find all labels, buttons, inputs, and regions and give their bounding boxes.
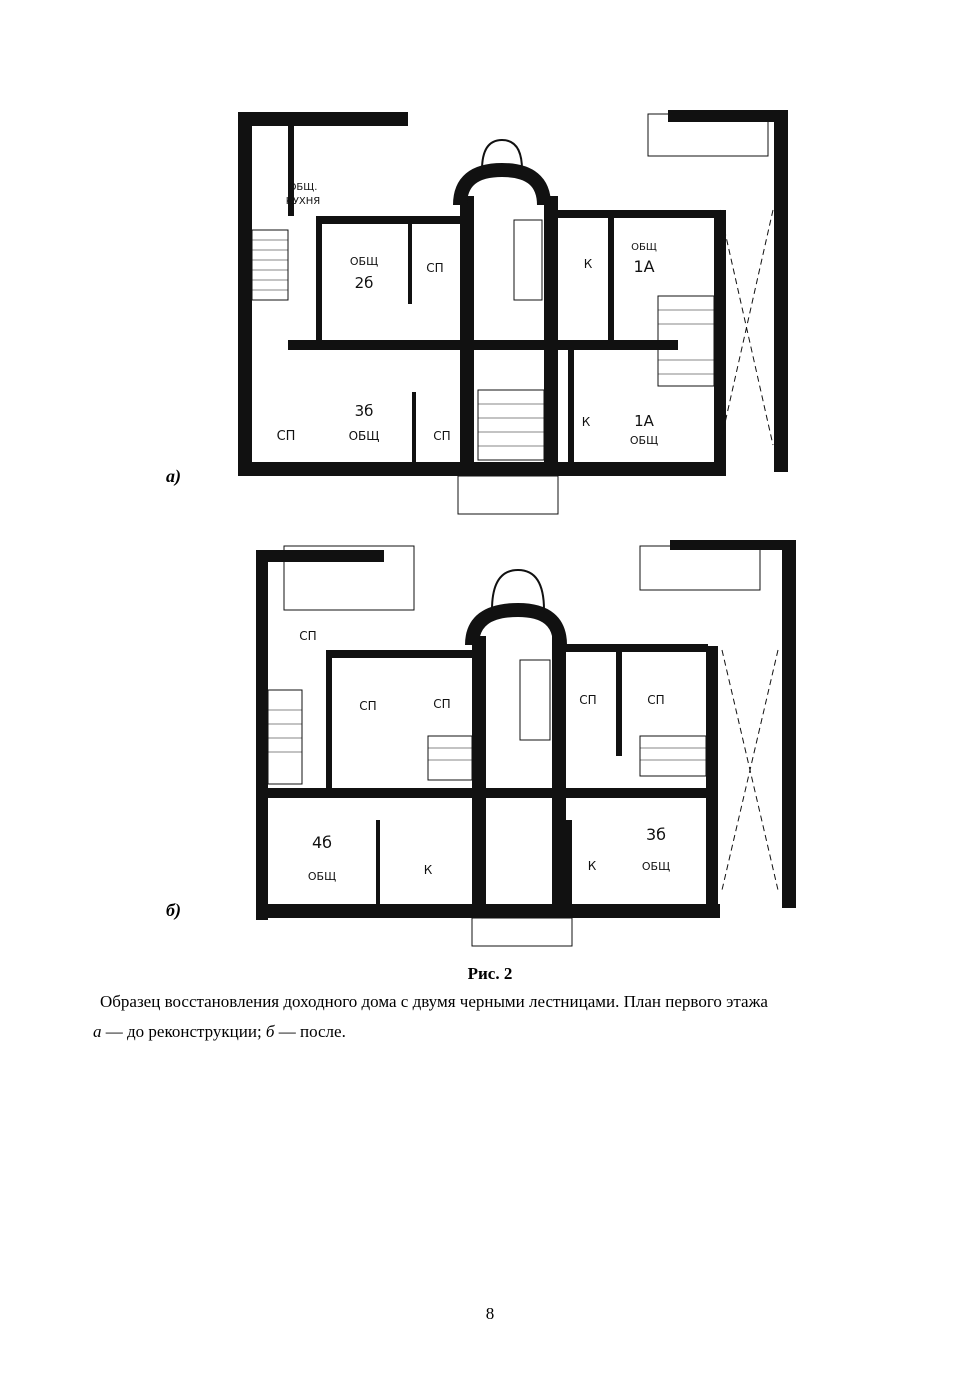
floor-plan-before: ОБЩ. КУХНЯ ОБЩ 2б СП К ОБЩ 1А СП 3б ОБЩ … — [228, 100, 798, 520]
room-label: ОБЩ — [308, 870, 336, 883]
figure-caption-title: Рис. 2 — [467, 964, 513, 983]
room-label: ОБЩ — [350, 255, 378, 268]
page-number: 8 — [485, 1304, 495, 1323]
floor-plan-before-drawing: ОБЩ. КУХНЯ ОБЩ 2б СП К ОБЩ 1А СП 3б ОБЩ … — [238, 110, 788, 515]
caption-a-text: — до реконструкции; — [101, 1022, 266, 1041]
room-label: 3б — [355, 402, 374, 420]
figure-caption-line-1: Образец восстановления доходного дома с … — [100, 992, 768, 1011]
room-label: ОБЩ — [349, 429, 380, 443]
room-label: ОБЩ — [630, 434, 658, 447]
caption-b-text: — после. — [274, 1022, 346, 1041]
room-label: СП — [299, 629, 316, 643]
floor-plan-after: СП СП СП СП СП 4б ОБЩ К К 3б ОБЩ — [236, 540, 806, 950]
room-label: 3б — [646, 825, 666, 844]
room-label: 4б — [312, 833, 332, 852]
room-label: СП — [359, 699, 376, 713]
plan-label-b: б) — [166, 900, 181, 920]
room-label: СП — [277, 429, 296, 444]
room-label: СП — [426, 261, 443, 275]
room-label: СП — [433, 429, 450, 443]
caption-b-marker: б — [265, 1022, 275, 1041]
room-label: СП — [433, 697, 450, 711]
room-label: 1А — [634, 412, 655, 430]
caption-a-marker: а — [93, 1022, 102, 1041]
room-label: К — [588, 859, 597, 873]
figure-caption-line-2: а — до реконструкции; б — после. — [93, 1022, 346, 1042]
room-label: КУХНЯ — [286, 196, 321, 207]
room-label: ОБЩ — [631, 242, 657, 253]
floor-plan-after-drawing: СП СП СП СП СП 4б ОБЩ К К 3б ОБЩ — [256, 540, 796, 947]
room-label: СП — [647, 693, 664, 707]
room-label: ОБЩ. — [289, 182, 318, 193]
room-label: 1А — [633, 257, 654, 276]
room-label: ОБЩ — [642, 860, 670, 873]
room-label: 2б — [355, 274, 374, 292]
plan-label-a: а) — [166, 466, 181, 486]
room-label: СП — [579, 693, 596, 707]
room-label: К — [582, 415, 591, 429]
room-label: К — [584, 257, 593, 271]
room-label: К — [424, 863, 433, 877]
